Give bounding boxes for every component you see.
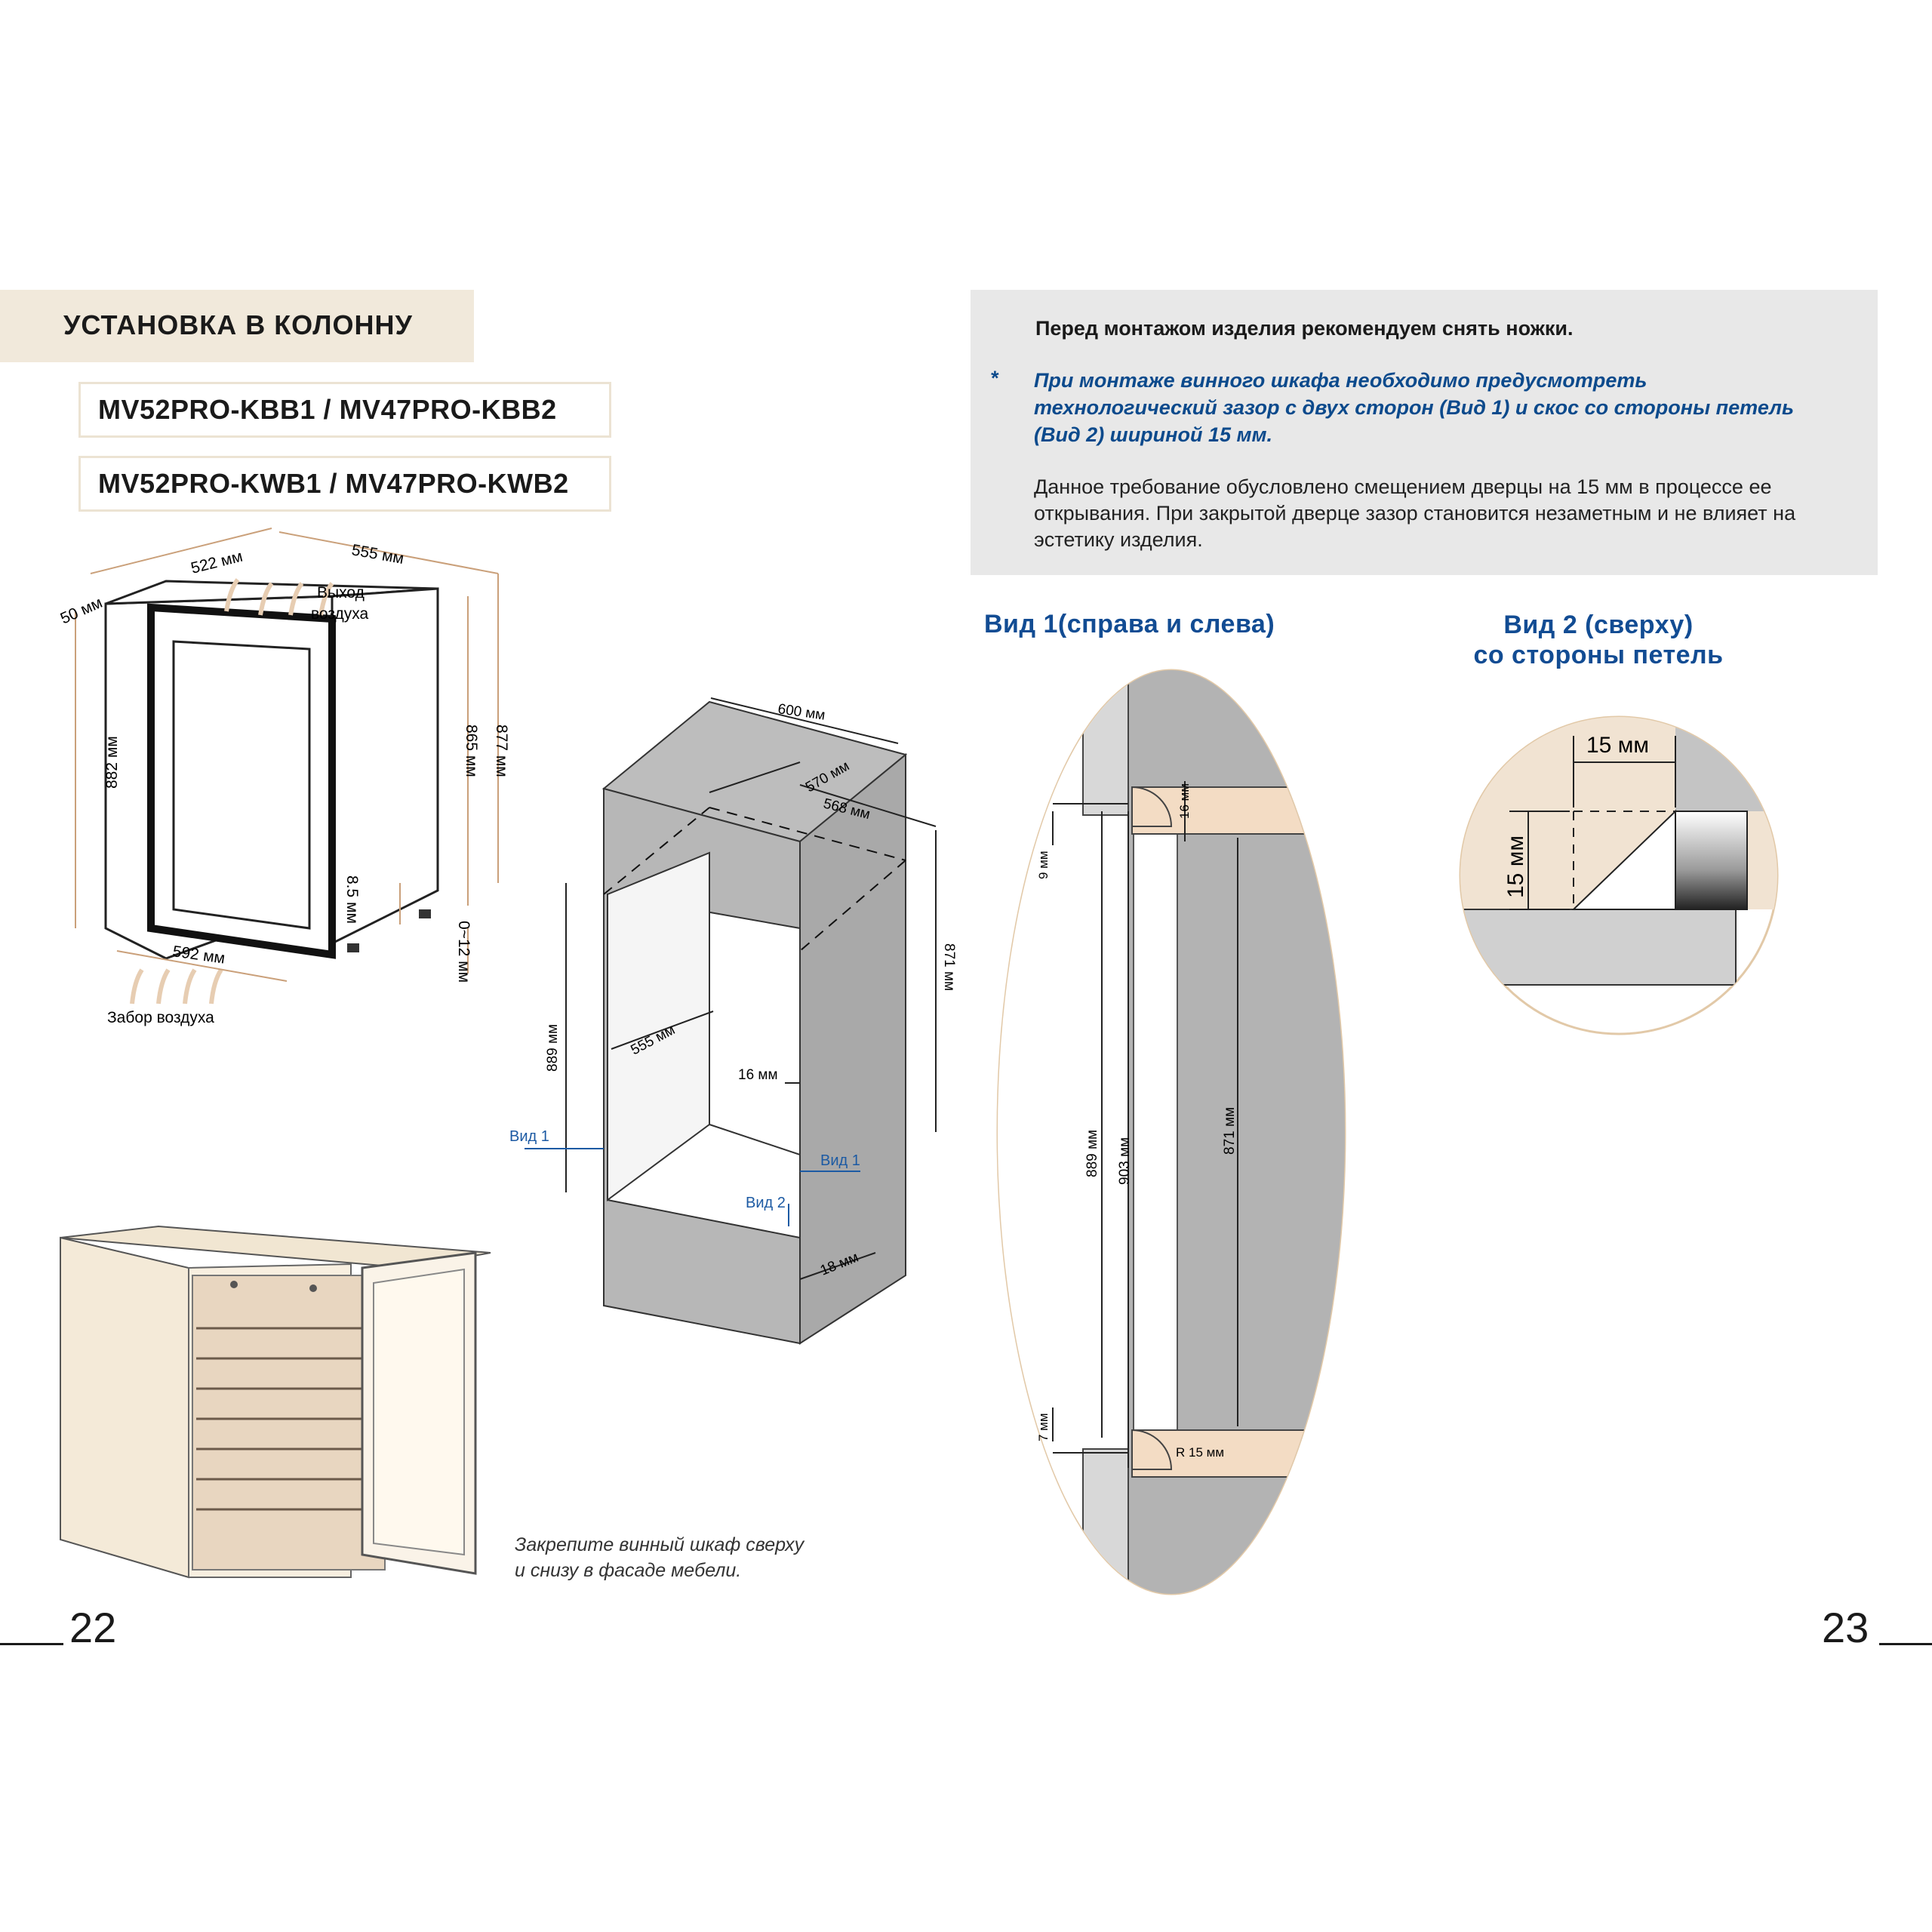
note-blue-line1: При монтаже винного шкафа необходимо пре… [1034,369,1647,392]
view1-marker-right: Вид 1 [820,1152,860,1169]
v1-dim-r15: R 15 мм [1176,1445,1224,1460]
dim-600: 600 мм [777,701,826,724]
fridge-dimension-drawing: 522 мм 555 мм 50 мм 882 мм 865 мм 877 мм… [58,528,510,1026]
dim-522: 522 мм [189,548,245,577]
note-body-line3: эстетику изделия. [1034,528,1203,551]
note-blue-line2: технологический зазор с двух сторон (Вид… [1034,396,1794,419]
page-number-left: 22 [69,1604,117,1651]
view2-detail-drawing: 15 мм 15 мм [1459,715,1779,1035]
air-in-label: Забор воздуха [107,1009,214,1026]
dim-0-12: 0~12 мм [455,921,472,983]
column-niche-drawing: 600 мм 570 мм 568 мм 871 мм 889 мм 555 м… [509,697,957,1345]
model-box-1 [78,382,611,438]
v2-dim-h15: 15 мм [1586,733,1649,758]
install-caption-line2: и снизу в фасаде мебели. [515,1560,742,1581]
v1-dim-871: 871 мм [1222,1107,1238,1155]
note-panel [971,290,1878,575]
note-body-line1: Данное требование обусловлено смещением … [1034,475,1772,498]
view2-heading: Вид 2 (сверху) со стороны петель [1466,610,1731,670]
view2-heading-line1: Вид 2 (сверху) [1503,611,1694,639]
page-number-right: 23 [1822,1604,1869,1651]
dim-889-niche: 889 мм [545,1024,561,1072]
air-out-line2: воздуха [311,605,369,623]
view2-marker: Вид 2 [746,1195,786,1211]
section-title-box [0,290,474,362]
model-box-2 [78,456,611,512]
page-line-right [1879,1643,1932,1645]
v1-dim-889: 889 мм [1084,1130,1100,1177]
dim-871-niche: 871 мм [941,943,957,991]
note-star: * [990,367,998,389]
v1-dim-7: 7 мм [1036,1413,1051,1441]
dim-877: 877 мм [493,724,510,777]
view1-marker-left: Вид 1 [509,1128,549,1145]
dim-16-niche: 16 мм [738,1067,778,1083]
view2-heading-line2: со стороны петель [1473,641,1724,669]
v1-dim-9: 9 мм [1036,851,1051,879]
model-label-1: MV52PRO-KBB1 / MV47PRO-KBB2 [98,394,557,425]
v1-dim-16: 16 мм [1177,783,1192,819]
note-blue: При монтаже винного шкафа необходимо пре… [1034,367,1857,448]
view1-heading: Вид 1(справа и слева) [984,610,1275,638]
dim-865: 865 мм [463,724,480,777]
view1-detail-drawing: 16 мм 9 мм 889 мм 903 мм 871 мм 7 мм R 1… [996,669,1346,1595]
page-line-left [0,1643,63,1645]
dim-592: 592 мм [171,943,226,967]
install-caption: Закрепите винный шкаф сверху и снизу в ф… [515,1532,804,1583]
note-body: Данное требование обусловлено смещением … [1034,474,1857,553]
dim-555-top: 555 мм [350,541,405,568]
v2-dim-v15: 15 мм [1503,835,1528,898]
note-bold: Перед монтажом изделия рекомендуем снять… [1035,317,1574,340]
note-blue-line3: (Вид 2) шириной 15 мм. [1034,423,1272,446]
dim-8-5: 8.5 мм [343,875,361,924]
section-title: УСТАНОВКА В КОЛОННУ [63,309,413,340]
installed-fridge-illustration [60,1225,491,1579]
v1-dim-903: 903 мм [1117,1137,1133,1185]
dim-50: 50 мм [58,594,105,628]
model-label-2: MV52PRO-KWB1 / MV47PRO-KWB2 [98,468,569,499]
note-body-line2: открывания. При закрытой дверце зазор ст… [1034,502,1796,525]
air-out-line1: Выход [317,584,365,601]
install-caption-line1: Закрепите винный шкаф сверху [515,1534,804,1555]
dim-882: 882 мм [103,736,121,789]
